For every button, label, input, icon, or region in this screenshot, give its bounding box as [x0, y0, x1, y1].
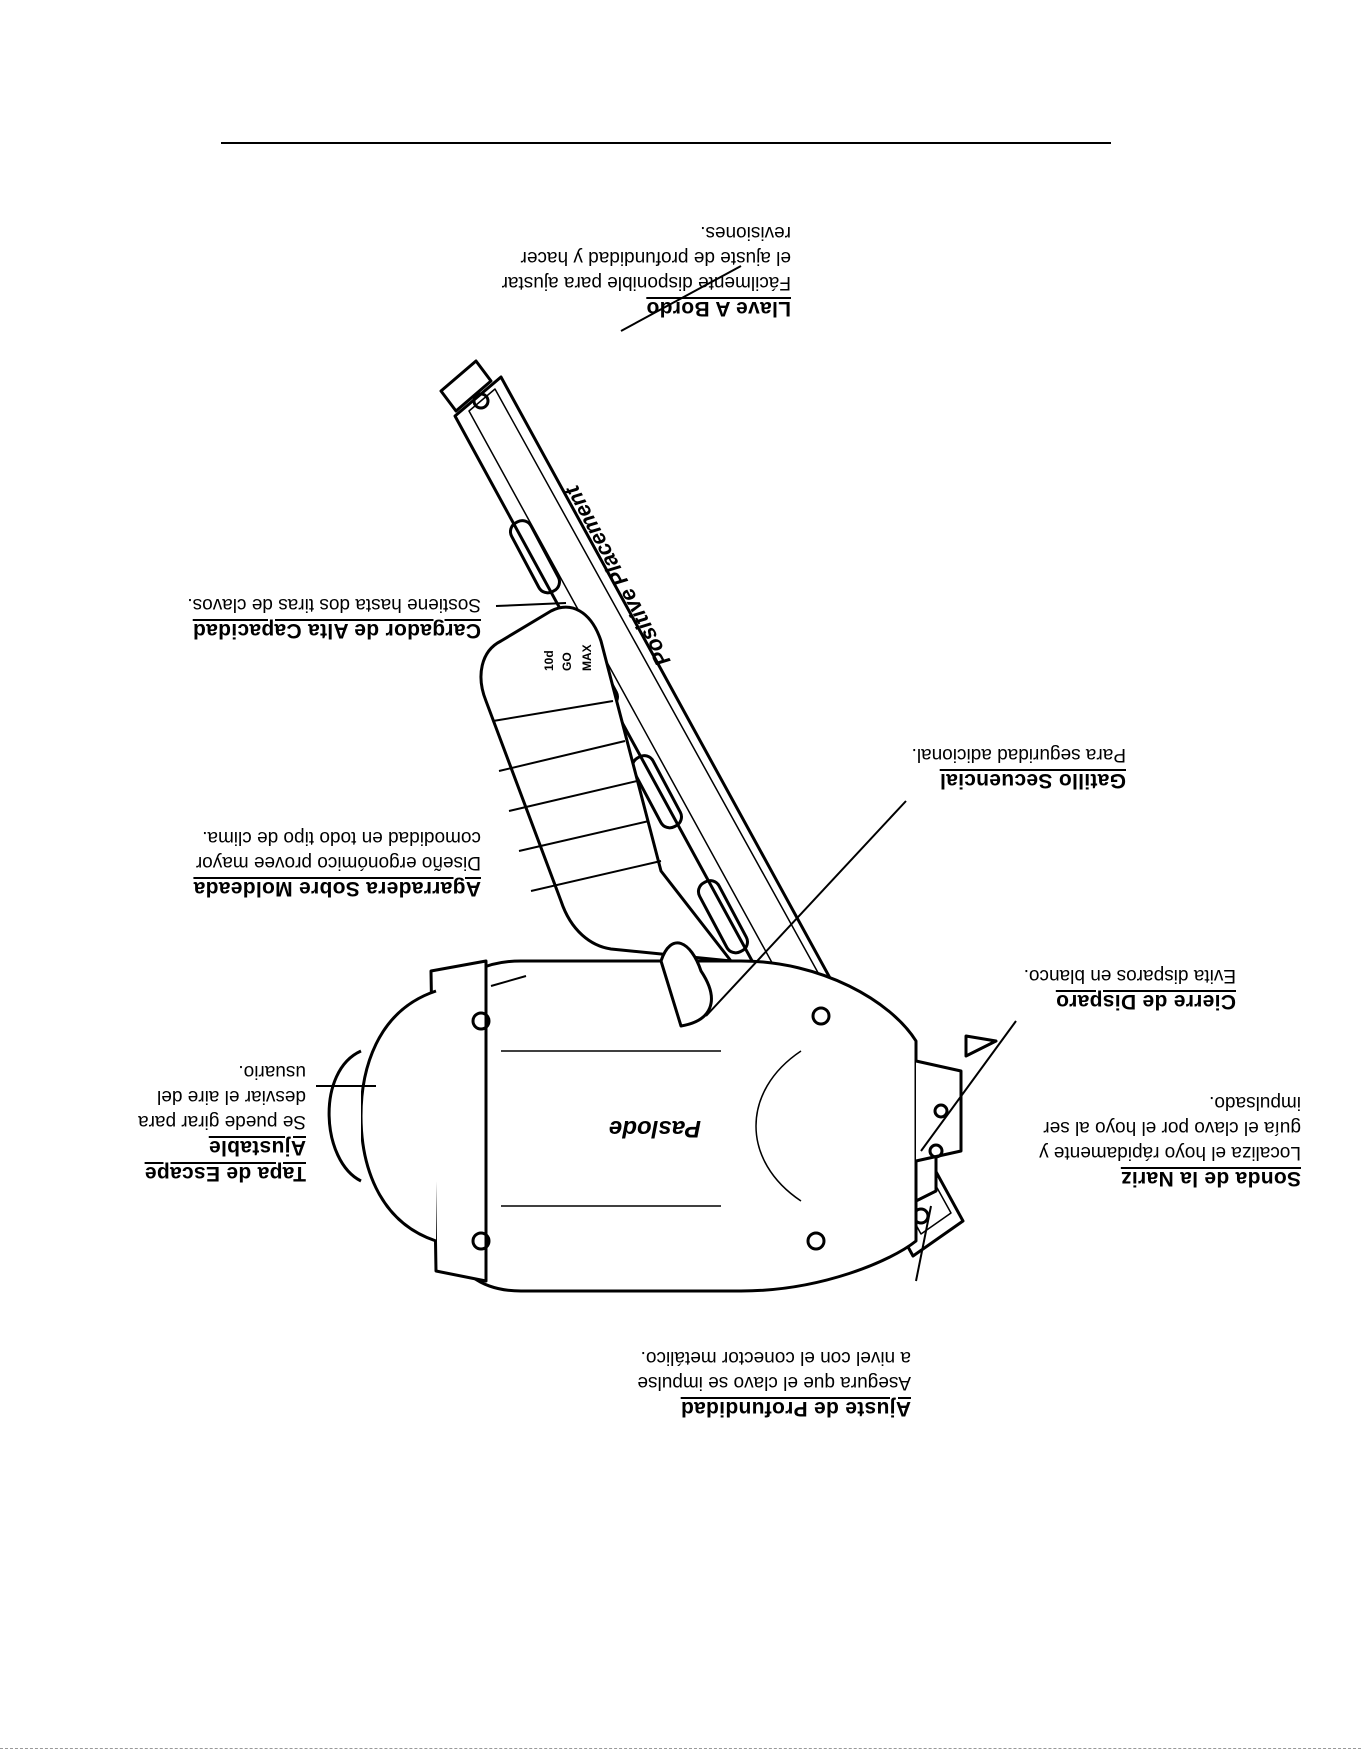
callout-title: Gatillo Secuencial [939, 769, 1126, 792]
body-screw-icon [806, 1231, 826, 1251]
callout-desc-line: Para seguridad adicional. [911, 744, 1126, 765]
callout-agarradera: Agarradera Sobre Moldeada Diseño ergonóm… [121, 825, 481, 901]
callout-title: Agarradera Sobre Moldeada [193, 877, 481, 900]
callout-tapa: Tapa de Escape Ajustable Se puede girar … [106, 1059, 306, 1186]
handle-label-max: MAX [580, 644, 594, 671]
callout-desc-line: comodidad en todo tipo de clima. [202, 827, 481, 848]
callout-title: Cargador de Alta Capacidad [192, 619, 481, 642]
leader-agarradera [490, 975, 527, 987]
callout-desc-line: a nivel con el conector metálico. [640, 1347, 911, 1368]
footer-rule [221, 142, 1111, 144]
body-screw-icon [811, 1006, 831, 1026]
callout-desc-line: revisiones. [700, 222, 791, 243]
leader-llave [620, 265, 742, 332]
callout-desc-line: guía el clavo por el hoyo al ser [1043, 1117, 1301, 1138]
callout-desc-line: Se puede girar para [138, 1111, 306, 1132]
leader-ajuste [915, 1205, 932, 1282]
callout-desc-line: desviar el aire del [157, 1086, 306, 1107]
magazine-screw-icon [472, 392, 490, 410]
callout-title: Cierre de Disparo [1055, 990, 1236, 1013]
callout-cierre: Cierre de Disparo Evita disparos en blan… [936, 963, 1236, 1014]
handle-labels: MAX GO 10d [542, 644, 594, 671]
callout-desc-line: impulsado. [1209, 1092, 1301, 1113]
magazine-slot [508, 519, 561, 595]
trigger [659, 941, 713, 1028]
magazine-end-cap [439, 359, 493, 413]
nose-bolt-icon [933, 1103, 949, 1119]
callout-subtitle: Ajustable [208, 1136, 306, 1159]
callout-desc-line: Evita disparos en blanco. [1023, 965, 1236, 986]
leader-gatillo [705, 800, 907, 1017]
callout-desc-line: el ajuste de profundidad y hacer [520, 247, 791, 268]
nose-assembly [914, 1034, 998, 1203]
exhaust-cap [327, 1049, 362, 1183]
handle-label-go: GO [560, 652, 574, 671]
magazine-slot [696, 879, 749, 955]
handle-label-10d: 10d [542, 650, 556, 671]
handle [479, 605, 733, 963]
callout-desc-line: Localiza el hoyo rápidamente y [1039, 1142, 1301, 1163]
callout-desc-line: Sostiene hasta dos tiras de clavos. [187, 594, 481, 615]
callout-desc-line: usuario. [238, 1061, 306, 1082]
leader-cierre [920, 1020, 1017, 1152]
callout-cargador: Cargador de Alta Capacidad Sostiene hast… [121, 592, 481, 643]
callout-llave-a-bordo: Llave A Bordo Fácilmente disponible para… [431, 220, 791, 321]
callout-title: Tapa de Escape [144, 1162, 306, 1185]
leader-lines [316, 265, 1017, 1282]
leader-cargador [495, 602, 567, 607]
callout-desc-line: Asegura que el clavo se impulse [637, 1372, 911, 1393]
callout-title: Llave A Bordo [646, 297, 791, 320]
body-screw-icon [471, 1231, 491, 1251]
callout-desc-line: Fácilmente disponible para ajustar [501, 272, 791, 293]
body-screw-icon [471, 1011, 491, 1031]
tool-body [359, 959, 918, 1293]
callout-gatillo: Gatillo Secuencial Para seguridad adicio… [826, 742, 1126, 793]
callout-title: Ajuste de Profundidad [680, 1397, 911, 1420]
callout-sonda: Sonda de la Nariz Localiza el hoyo rápid… [941, 1090, 1301, 1191]
brand-logo: Paslode [609, 1115, 701, 1142]
callout-ajuste: Ajuste de Profundidad Asegura que el cla… [551, 1345, 911, 1421]
nose-bolt-icon [928, 1143, 944, 1159]
page-edge-strip [0, 1748, 1361, 1750]
magazine-slot [630, 754, 683, 830]
callout-desc-line: Diseño ergonómico provee mayor [195, 852, 481, 873]
callout-title: Sonda de la Nariz [1120, 1167, 1301, 1190]
